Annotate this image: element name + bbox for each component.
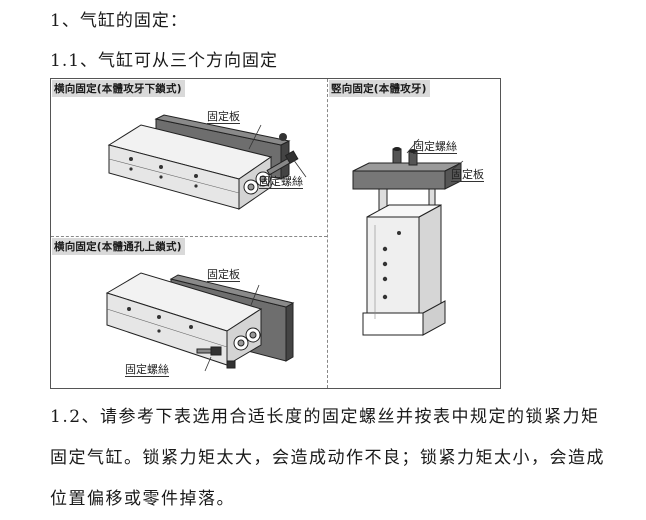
callout-screw-1: 固定螺絲 xyxy=(259,175,303,189)
panel-divider-horizontal xyxy=(51,236,327,237)
cylinder-illustration-vertical xyxy=(352,138,464,336)
callout-plate-1: 固定板 xyxy=(207,110,240,124)
cylinder-illustration-horizontal-tapped xyxy=(107,114,307,210)
paragraph-line-3: 位置偏移或零件掉落。 xyxy=(50,489,235,509)
callout-plate-3: 固定板 xyxy=(207,268,240,282)
callout-screw-2: 固定螺絲 xyxy=(413,140,457,154)
panel-title-horizontal-tapped: 横向固定(本體攻牙下鎖式) xyxy=(52,80,185,97)
cylinder-illustration-horizontal-through xyxy=(105,272,295,372)
section-heading: 1、气缸的固定： xyxy=(50,11,188,31)
panel-title-horizontal-through: 横向固定(本體通孔上鎖式) xyxy=(52,238,185,255)
panel-divider-vertical xyxy=(327,79,328,388)
paragraph-line-1: 1.2、请参考下表选用合适长度的固定螺丝并按表中规定的锁紧力矩 xyxy=(50,407,600,427)
panel-title-vertical: 竪向固定(本體攻牙) xyxy=(329,80,430,97)
subheading: 1.1、气缸可从三个方向固定 xyxy=(50,51,279,71)
paragraph-line-2: 固定气缸。锁紧力矩太大，会造成动作不良；锁紧力矩太小，会造成 xyxy=(50,448,605,468)
callout-screw-3: 固定螺絲 xyxy=(125,363,169,377)
mounting-figure: 横向固定(本體攻牙下鎖式) 固定板 固定螺絲 竪向固定(本體攻牙) xyxy=(50,78,501,389)
callout-plate-2: 固定板 xyxy=(451,168,484,182)
